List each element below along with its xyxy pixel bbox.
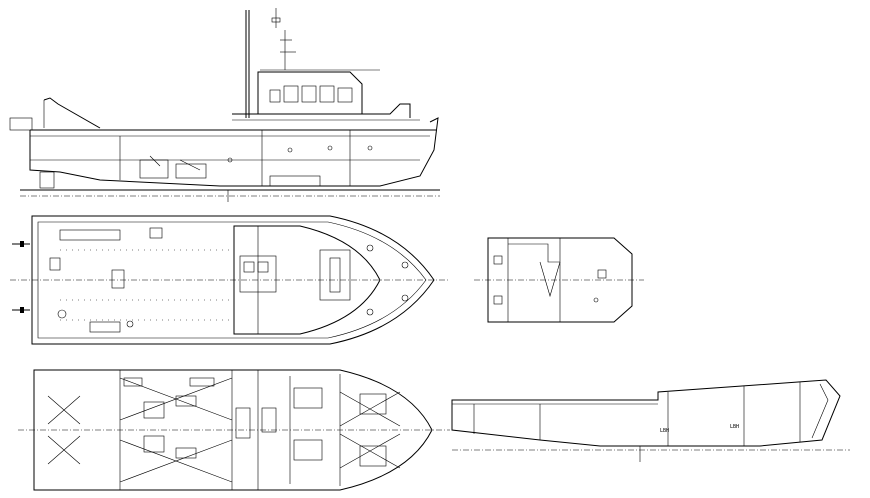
hull-section-profile-view: LBH LBH — [451, 379, 850, 462]
section-label-1: LBH — [660, 428, 669, 434]
main-deck-plan-view — [10, 215, 450, 345]
section-label-2: LBH — [730, 424, 739, 430]
profile-view — [9, 8, 440, 202]
lower-deck-plan-view — [18, 369, 450, 491]
wheelhouse-top-plan-view — [474, 237, 644, 323]
